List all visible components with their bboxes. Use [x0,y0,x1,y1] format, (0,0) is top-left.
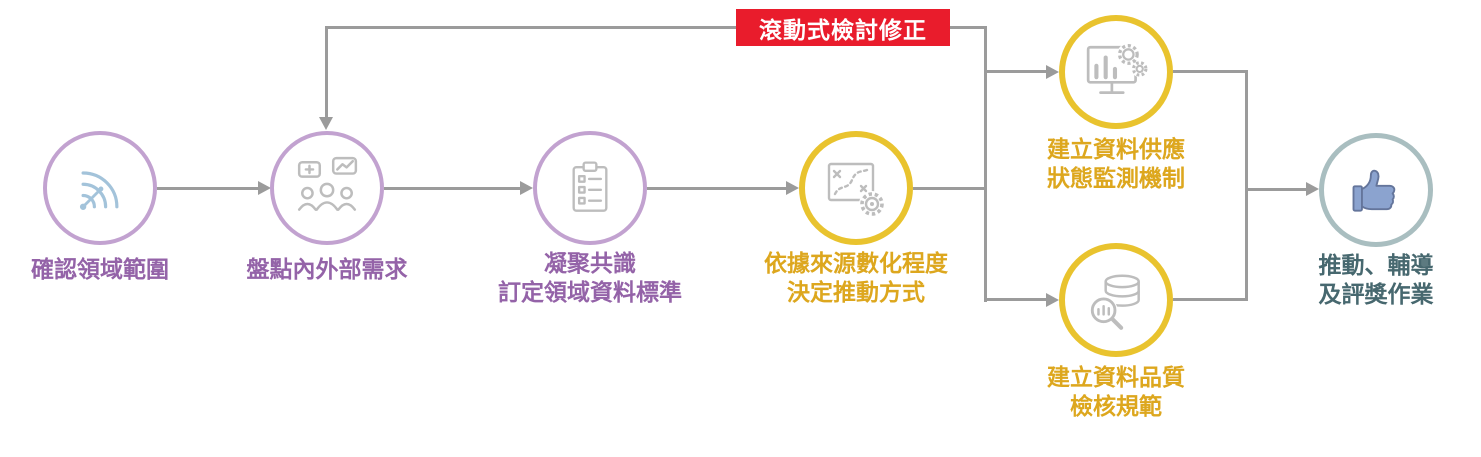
node-quality-check [1059,243,1173,357]
arrowhead-into-node7 [1306,182,1319,196]
node-inventory-needs [270,131,384,245]
connector-split-node5 [987,70,1046,73]
label-inventory-needs: 盤點內外部需求 [246,257,408,283]
connector-node2-node3 [384,187,520,190]
arrowhead-feedback-into-node2 [319,117,333,130]
monitoring-chart-icon [1086,43,1148,94]
node-decide-approach [799,131,913,245]
label-confirm-domain-scope: 確認領域範圍 [31,257,169,283]
signal-icon [79,171,119,210]
node-supply-monitoring [1059,15,1173,129]
node-confirm-domain-scope [43,131,157,245]
strategy-map-icon [827,162,885,217]
arrowhead-into-node5 [1046,65,1059,79]
connector-split-vertical [984,26,987,302]
data-quality-icon [1089,274,1140,330]
connector-node1-node2 [157,187,259,190]
label-decide-approach: 依據來源數化程度 決定推動方式 [764,251,948,306]
thumbs-up-icon [1352,169,1396,212]
label-promotion-awards: 推動、輔導 及評獎作業 [1318,253,1434,308]
connector-merge-node7 [1248,188,1306,191]
connector-feedback-down [325,26,328,119]
connector-node5-merge [1173,70,1248,73]
feedback-badge-label: 滾動式檢討修正 [759,17,927,44]
label-supply-monitoring: 建立資料供應 狀態監測機制 [1047,137,1185,192]
arrowhead-into-node4 [786,181,799,195]
label-consensus-standards: 凝聚共識 訂定領域資料標準 [498,251,682,306]
connector-feedback-top [326,26,987,29]
checklist-icon [572,161,608,212]
arrowhead-into-node6 [1046,293,1059,307]
label-quality-check: 建立資料品質 檢核規範 [1047,365,1185,420]
arrowhead-into-node2 [258,181,271,195]
people-discussion-icon [297,156,358,211]
node-promotion-awards [1319,133,1433,247]
connector-node3-node4 [647,187,786,190]
connector-node4-split [913,187,987,190]
connector-merge-vertical [1245,70,1248,301]
connector-split-node6 [987,298,1046,301]
arrowhead-into-node3 [520,181,533,195]
feedback-badge: 滾動式檢討修正 [736,9,950,46]
connector-node6-merge [1173,298,1248,301]
node-consensus-standards [533,131,647,245]
